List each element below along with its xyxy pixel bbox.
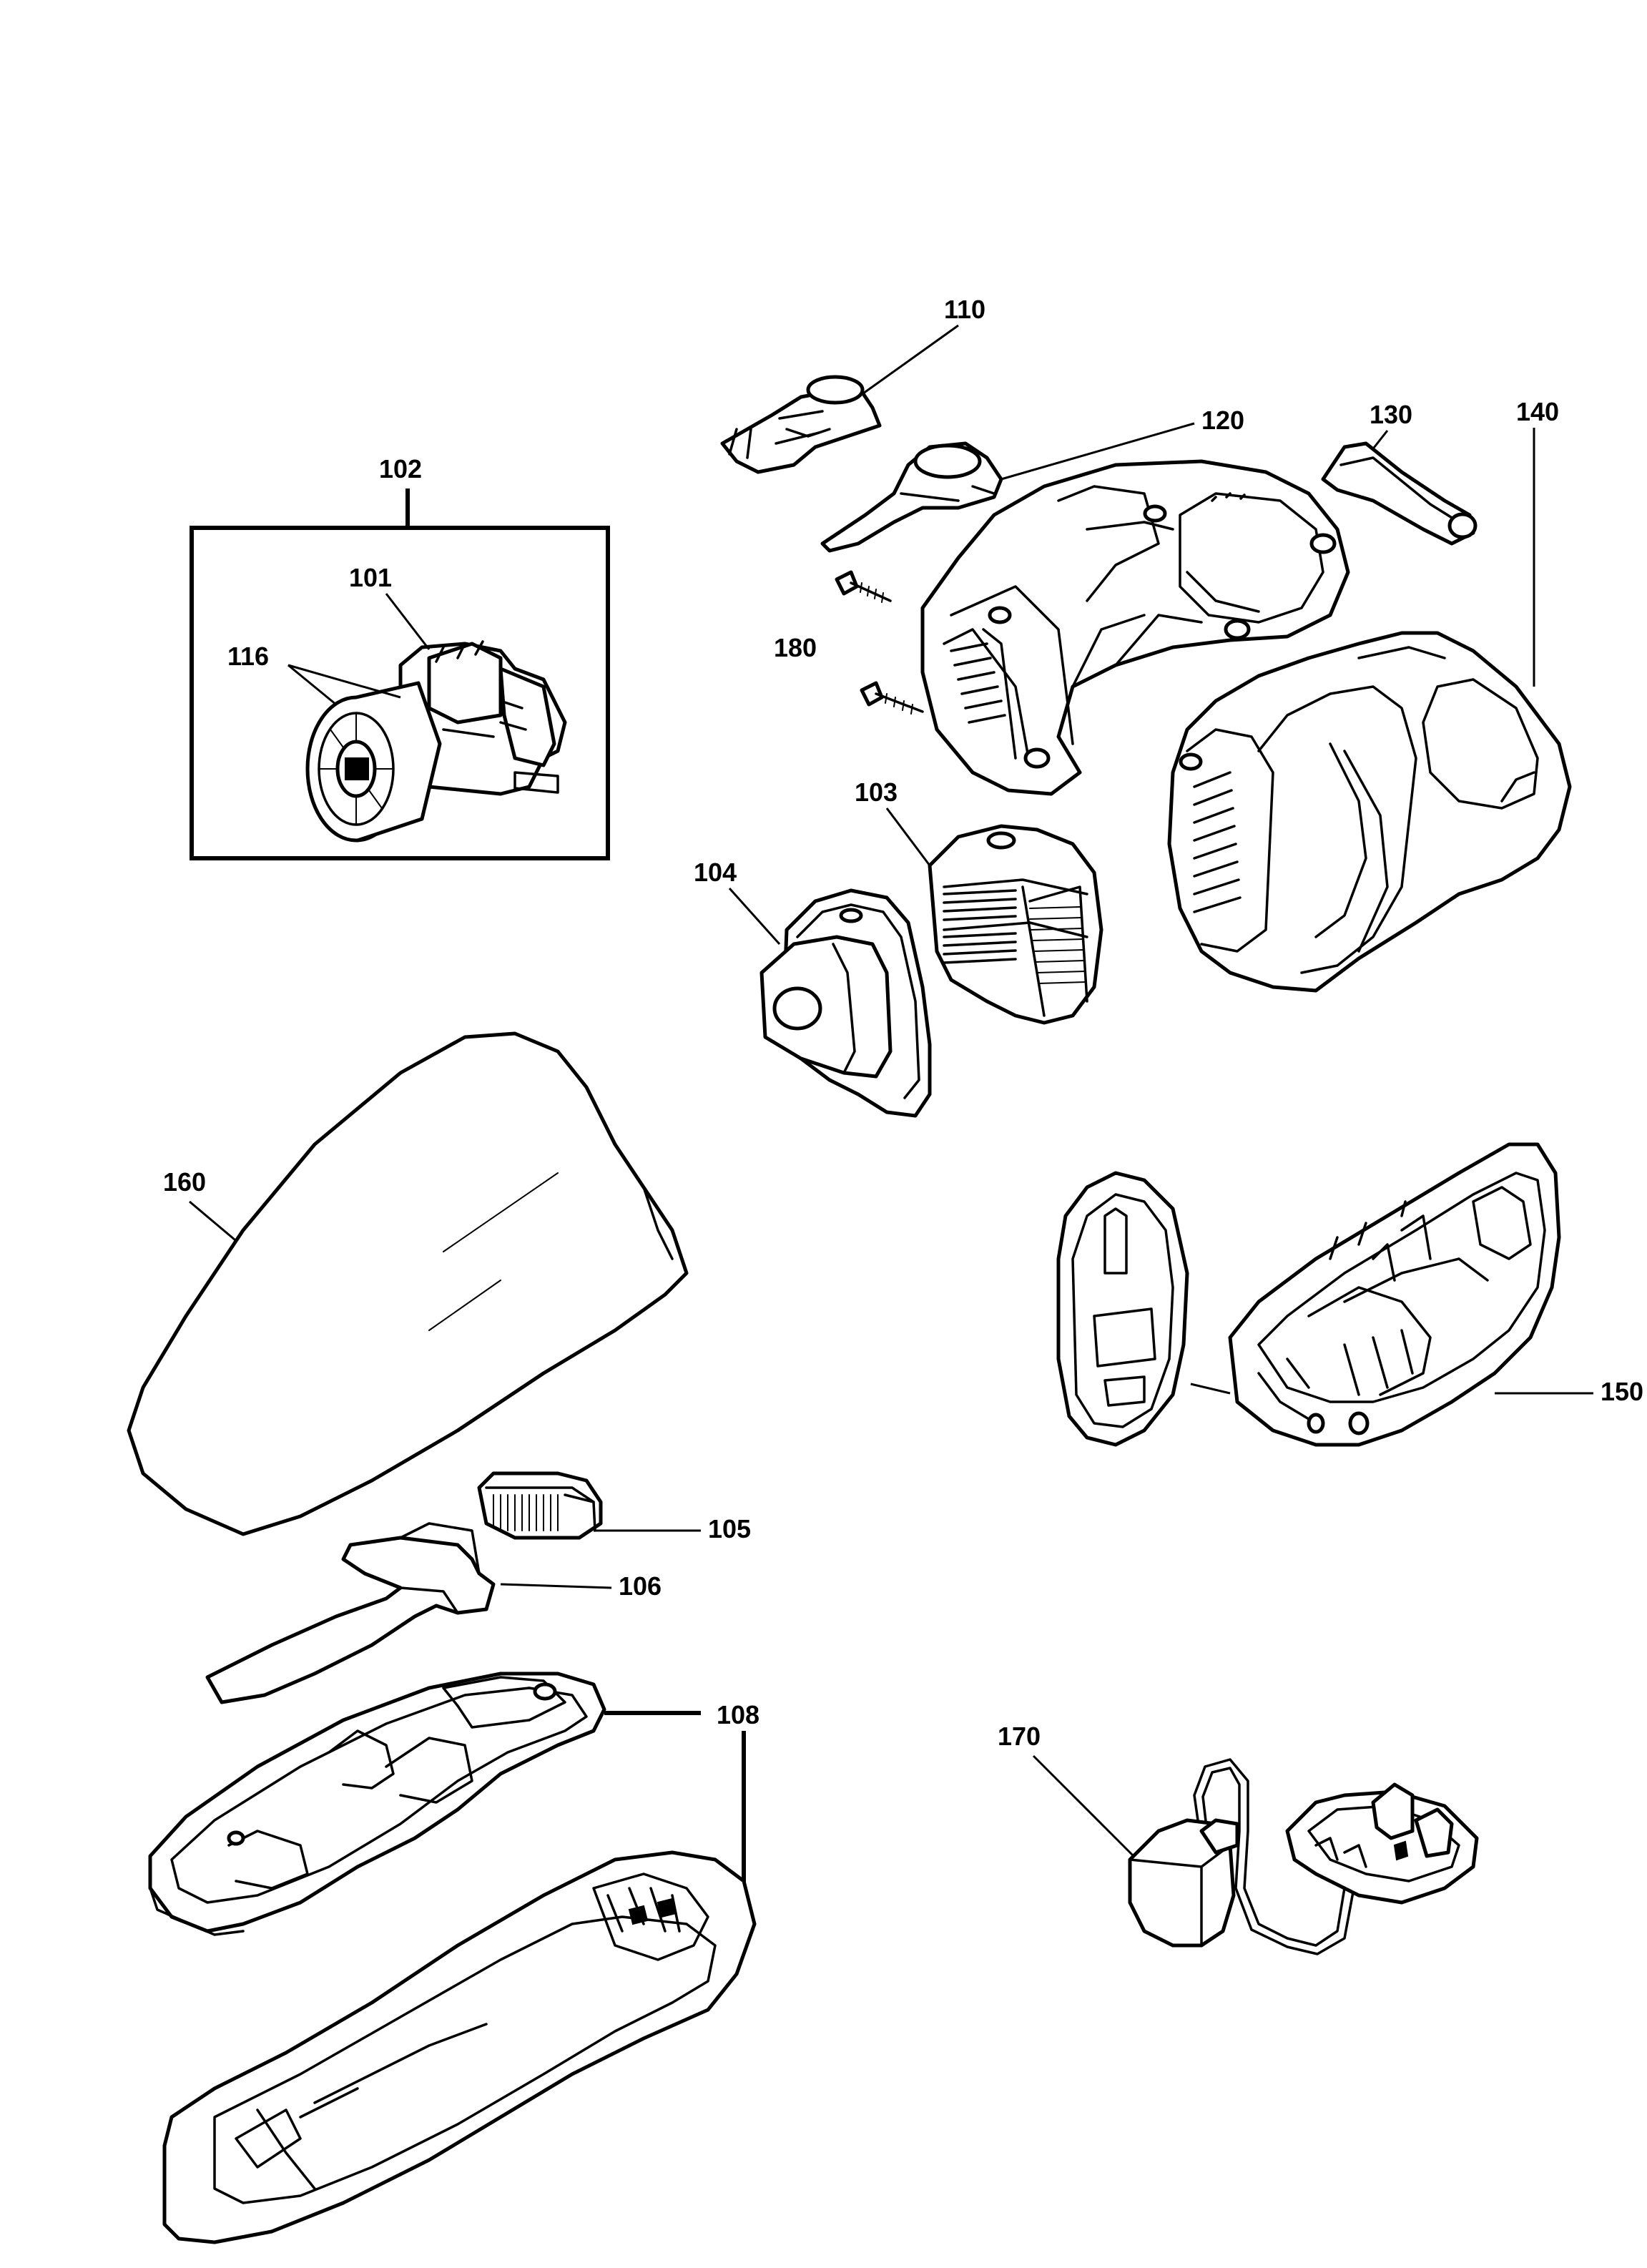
charging-base-group: 108 [148,1671,759,2244]
callout-170: 170 [998,1722,1041,1751]
callout-106: 106 [619,1571,662,1601]
callout-120: 120 [1201,406,1244,435]
latch-button-group: 120 [820,406,1244,553]
charging-base-icon [148,1671,757,2244]
callout-103: 103 [855,777,898,807]
callout-130: 130 [1370,400,1412,429]
latch-button-icon [820,441,1003,553]
motor-assembly-icon [398,640,567,796]
fan-impeller-icon [305,681,442,843]
pleated-filter-group: 103 [855,777,1103,1025]
callout-104: 104 [694,858,737,887]
handle-trim-group: 130 [1321,400,1478,546]
housing-cover-group: 140 [1167,397,1572,993]
callout-116: 116 [227,642,269,671]
charger-plug-holder-icon [1285,1782,1479,1905]
callout-108: 108 [717,1700,759,1729]
dust-bowl-group: 160 [127,1031,689,1536]
switch-button-icon [720,375,882,474]
housing-cover-icon [1167,631,1572,993]
brush-group: 105 [477,1471,751,1543]
charger-adapter-icon [1128,1758,1355,1955]
charger-group: 170 [998,1722,1479,1955]
filter-frame-icon [759,888,932,1118]
main-housing-half-icon [920,459,1350,796]
callout-101: 101 [349,563,392,592]
pleated-filter-icon [928,824,1103,1025]
screw-icon [835,570,892,603]
screw-group: 180 [774,570,924,715]
callout-150: 150 [1601,1377,1643,1406]
dust-bowl-icon [127,1031,689,1536]
filter-frame-group: 104 [694,858,932,1118]
rear-housing-group: 150 [1056,1142,1643,1447]
callout-140: 140 [1516,397,1559,426]
screw-icon-2 [860,681,924,715]
callout-102: 102 [379,454,422,483]
motor-kit-group: 102 116 101 [190,454,610,860]
brush-tool-icon [477,1471,603,1540]
motor-kit-box [190,526,610,860]
switch-button-group: 110 [720,295,985,474]
callout-105: 105 [708,1514,751,1543]
callout-110: 110 [944,295,985,324]
rear-housing-icon [1056,1142,1561,1447]
callout-160: 160 [163,1167,206,1197]
crevice-tool-group: 106 [205,1522,662,1704]
handle-trim-icon [1321,441,1478,546]
crevice-tool-icon [205,1522,496,1704]
callout-180: 180 [774,633,817,662]
